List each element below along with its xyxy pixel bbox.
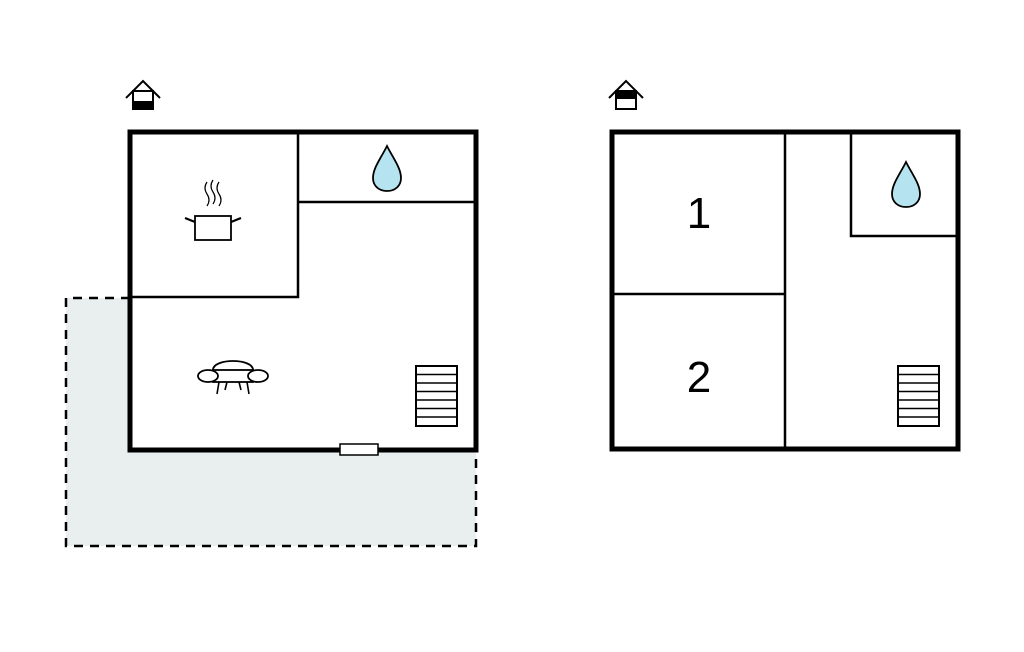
bedroom-1-label: 1 (687, 189, 711, 238)
kitchen-wall (130, 132, 300, 299)
upper-floor-plan: 1 2 (608, 79, 961, 452)
house-ground-floor-icon (125, 79, 161, 110)
ground-floor-outer-wall (127, 129, 479, 453)
house-upper-floor-icon (608, 79, 644, 110)
upper-bathroom-wall (849, 132, 958, 238)
ground-floor-plan (64, 79, 479, 548)
staircase-icon (415, 365, 458, 427)
bedroom-2-label: 2 (687, 353, 711, 402)
sofa-icon (197, 360, 269, 395)
water-drop-icon (891, 159, 921, 208)
staircase-icon (897, 365, 940, 427)
terrace-outline (64, 296, 478, 548)
water-drop-icon (372, 143, 402, 192)
terrace (66, 298, 476, 546)
cooking-pot-icon (184, 179, 242, 241)
entrance-door (339, 443, 379, 456)
